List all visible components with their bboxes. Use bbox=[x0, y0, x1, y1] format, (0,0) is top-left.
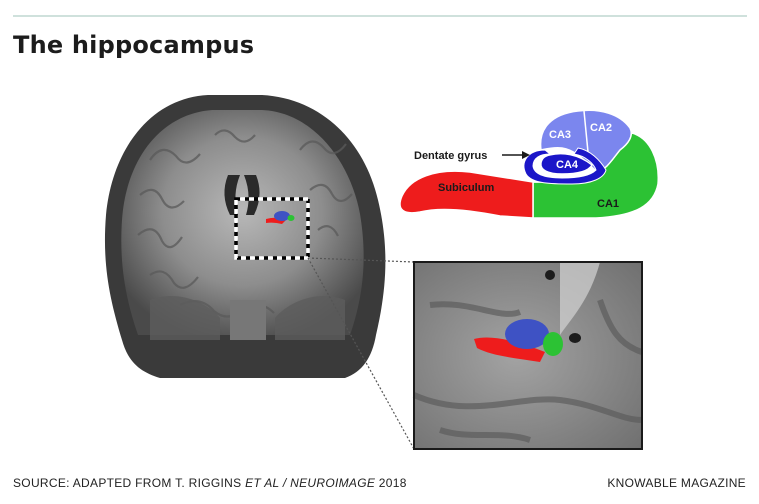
scan-green-mark bbox=[288, 215, 295, 221]
hippocampus-schematic: CA3 CA2 CA4 CA1 Subiculum Dentate gyrus bbox=[400, 110, 658, 218]
zoom-inset bbox=[414, 262, 642, 449]
dentate-gyrus-label: Dentate gyrus bbox=[414, 150, 487, 162]
ca4-label: CA4 bbox=[556, 159, 579, 171]
source-suffix: 2018 bbox=[375, 476, 407, 490]
subiculum-label: Subiculum bbox=[438, 182, 494, 194]
source-credit: SOURCE: ADAPTED FROM T. RIGGINS ET AL / … bbox=[13, 476, 407, 490]
ca3-label: CA3 bbox=[549, 129, 571, 141]
ca2-label: CA2 bbox=[590, 122, 612, 134]
subiculum-region bbox=[400, 171, 533, 218]
mri-brain-scan bbox=[105, 95, 385, 378]
zoom-dark-spot bbox=[545, 270, 555, 280]
ca1-label: CA1 bbox=[597, 198, 619, 210]
publisher-credit: KNOWABLE MAGAZINE bbox=[607, 476, 746, 490]
zoom-blue-region bbox=[505, 319, 549, 349]
source-italic: ET AL / NEUROIMAGE bbox=[245, 476, 375, 490]
scan-blue-mark bbox=[274, 211, 290, 221]
zoom-dark-spot-2 bbox=[569, 333, 581, 343]
brainstem bbox=[230, 300, 266, 340]
source-prefix: SOURCE: ADAPTED FROM T. RIGGINS bbox=[13, 476, 245, 490]
zoom-green-region bbox=[543, 332, 563, 356]
